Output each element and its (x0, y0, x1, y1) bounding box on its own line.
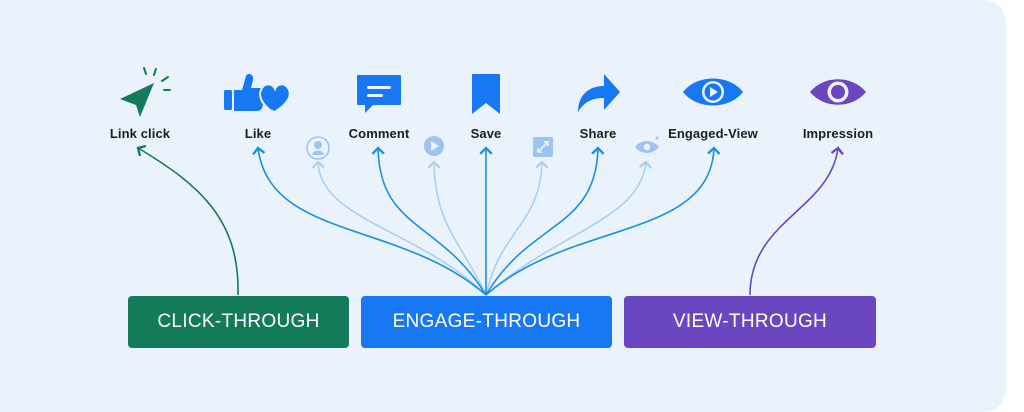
label-like: Like (244, 126, 272, 141)
connector-eye-small (485, 160, 653, 296)
connector-play (427, 160, 487, 296)
play-circle-icon (424, 136, 444, 156)
connector-avatar (311, 160, 487, 296)
connector-link-click (136, 144, 239, 296)
label-engaged-view: Engaged-View (668, 126, 758, 141)
bookmark-icon (472, 74, 500, 114)
label-save: Save (470, 126, 502, 141)
connector-expand (485, 160, 549, 296)
connector-share (485, 146, 605, 296)
connector-comment (371, 146, 487, 296)
speech-bubble-icon (357, 75, 401, 113)
view-through-box: VIEW-THROUGH (624, 296, 876, 348)
label-share: Share (579, 126, 617, 141)
share-arrow-icon (578, 74, 620, 112)
eye-icon (635, 136, 659, 153)
cursor-click-icon (120, 67, 171, 117)
thumbs-up-heart-icon (224, 73, 291, 114)
connector-engaged-view (485, 146, 721, 296)
label-impression: Impression (802, 126, 874, 141)
label-comment: Comment (348, 126, 410, 141)
engage-through-box: ENGAGE-THROUGH (361, 296, 612, 348)
faded-connectors (311, 160, 653, 296)
engage-connectors (252, 146, 721, 296)
user-avatar-icon (306, 136, 330, 160)
connector-impression (749, 146, 844, 296)
eye-play-icon (683, 78, 743, 106)
label-link-click: Link click (109, 126, 171, 141)
eye-icon-impression (810, 79, 866, 105)
expand-icon (533, 137, 553, 157)
connector-like (252, 146, 487, 296)
click-through-box: CLICK-THROUGH (128, 296, 349, 348)
